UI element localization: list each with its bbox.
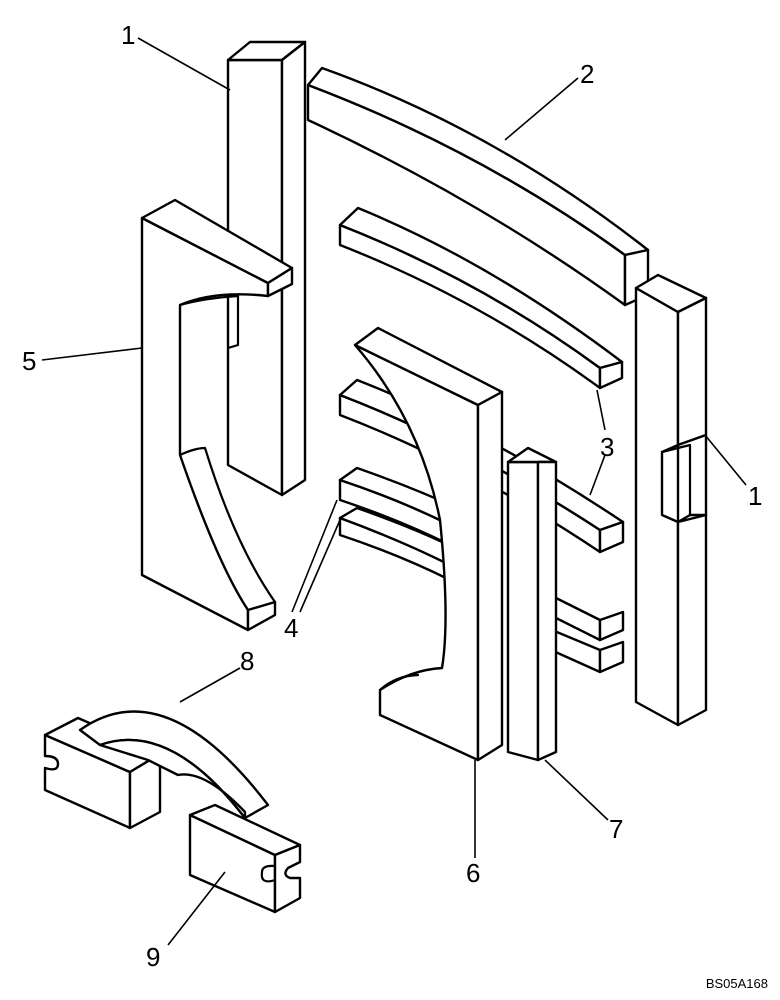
part-7-upright [506,446,558,762]
drawing-code: BS05A168 [706,976,768,991]
part-5-left-bracket [140,198,294,632]
callout-7: 7 [609,814,623,844]
part-3-upper-strip [338,206,624,390]
callout-2: 2 [580,59,594,89]
callout-1-top: 1 [121,20,135,50]
leader-lines [41,37,747,946]
part-1-right-block [634,273,708,727]
part-8-arch [78,710,270,820]
callout-3: 3 [600,432,614,462]
part-6-front-bracket [353,326,504,762]
part-9-clip-pieces [43,716,302,914]
callout-1-right: 1 [748,481,762,511]
callout-6: 6 [466,858,480,888]
callout-9: 9 [146,942,160,972]
callout-5: 5 [22,346,36,376]
callout-4: 4 [284,613,298,643]
callout-8: 8 [240,646,254,676]
